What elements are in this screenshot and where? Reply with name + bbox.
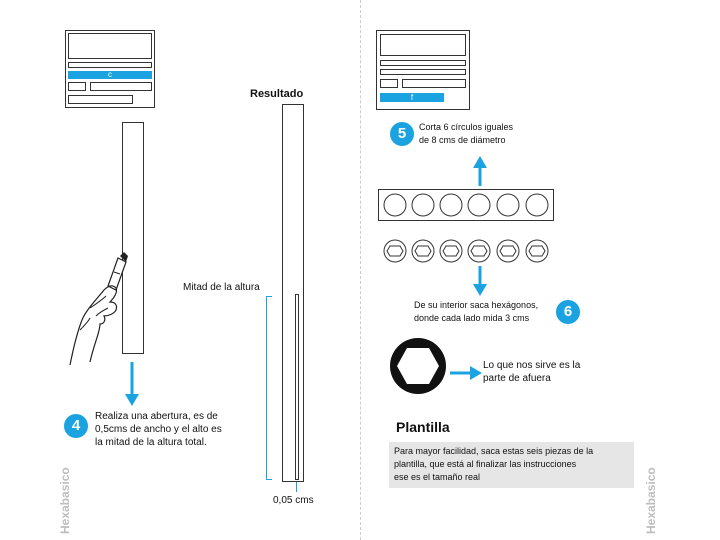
brand-logo-left: Hexabasico [58,467,72,534]
template-row [380,79,398,88]
page-divider [360,0,361,540]
width-marker [296,482,297,492]
template-row [402,79,466,88]
text-line: Corta 6 círculos iguales [419,122,514,132]
circle-piece [467,193,491,217]
hexagon-circles-row [383,239,549,263]
down-arrow-icon [125,362,139,406]
paper-strip [122,122,144,354]
text-line: plantilla, que está al finalizar las ins… [394,459,577,469]
step-4-text: Realiza una abertura, es de 0,5cms de an… [95,410,265,449]
text-line: Realiza una abertura, es de [95,411,218,422]
outside-note: Lo que nos sirve es la parte de afuera [483,359,603,385]
text-line: parte de afuera [483,373,551,384]
text-line: Para mayor facilidad, saca estas seis pi… [394,446,594,456]
text-line: 0,5cms de ancho y el alto es [95,424,222,435]
result-strip [282,104,304,482]
circle-piece [439,193,463,217]
template-bar: f [380,93,444,102]
template-diagram-left: c [65,30,155,108]
result-slit [295,294,299,480]
down-arrow-icon [473,266,487,296]
step-number-badge: 4 [64,414,88,438]
step-number-badge: 6 [556,300,580,324]
template-row [90,82,152,91]
step-number-badge: 5 [390,122,414,146]
width-label: 0,05 cms [273,495,314,506]
plantilla-title: Plantilla [396,419,450,435]
half-height-bracket [266,296,272,480]
template-row [68,33,152,59]
template-row [68,82,86,91]
right-arrow-icon [450,366,482,380]
template-row [68,95,133,104]
template-row [380,34,466,56]
step-6-text: De su interior saca hexágonos, donde cad… [414,299,559,325]
text-line: ese es el tamaño real [394,472,481,482]
text-line: la mitad de la altura total. [95,437,207,448]
mitad-label: Mitad de la altura [183,282,260,293]
hand-cutter-illustration [69,252,128,366]
circles-strip [378,189,554,221]
circle-piece [411,193,435,217]
circle-piece [496,193,520,217]
circle-piece [383,193,407,217]
up-arrow-icon [473,156,487,186]
resultado-label: Resultado [250,88,304,100]
text-line: de 8 cms de diámetro [419,135,506,145]
template-row [68,62,152,68]
text-line: De su interior saca hexágonos, [414,300,539,310]
hexagon-cut-illustration [390,338,446,394]
template-bar: c [68,71,152,79]
plantilla-text: Para mayor facilidad, saca estas seis pi… [394,445,634,484]
brand-logo-right: Hexabasico [644,467,658,534]
text-line: donde cada lado mida 3 cms [414,313,530,323]
plantilla-note [389,442,634,488]
circle-piece [525,193,549,217]
template-row [380,69,466,75]
text-line: Lo que nos sirve es la [483,360,581,371]
step-5-text: Corta 6 círculos iguales de 8 cms de diá… [419,121,559,147]
template-row [380,60,466,66]
template-diagram-right: f [376,30,470,110]
